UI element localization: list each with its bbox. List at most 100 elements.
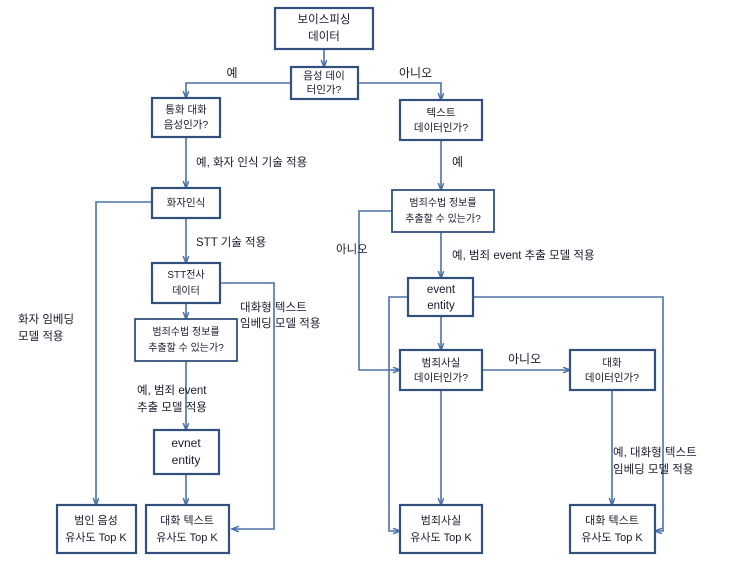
node-voicephishing-data-line2: 데이터 bbox=[308, 30, 340, 43]
node-criminal-voice-similarity-topk-line2: 유사도 Top K bbox=[65, 531, 127, 544]
node-is-call-conversation-voice-line2: 음성인가? bbox=[164, 119, 209, 131]
edge-layer bbox=[96, 49, 664, 531]
node-dialog-text-similarity-topk-right-line1: 대화 텍스트 bbox=[585, 514, 639, 527]
svg-text:터인가?: 터인가? bbox=[307, 84, 342, 96]
node-evnet-entity[interactable]: evnet entity bbox=[152, 428, 221, 476]
node-event-entity[interactable]: event entity bbox=[406, 276, 475, 318]
node-criminal-voice-similarity-topk[interactable]: 범인 음성 유사도 Top K bbox=[55, 503, 138, 555]
edge-label-is-voice-no: 아니오 bbox=[399, 66, 432, 80]
node-can-extract-mo-left-line1: 범죄수법 정보를 bbox=[152, 326, 219, 338]
edge-speaker-recognition-to-criminal-voice-topk bbox=[96, 201, 152, 505]
svg-text:STT전사: STT전사 bbox=[167, 269, 204, 281]
node-is-crime-fact-data-line1: 범죄사실 bbox=[422, 357, 461, 369]
node-is-call-conversation-voice[interactable]: 통화 대화 음성인가? bbox=[150, 96, 222, 139]
edge-label-dialog-text-embedding-right-line1: 예, 대화형 텍스트 bbox=[613, 446, 697, 459]
svg-text:화자인식: 화자인식 bbox=[167, 197, 206, 209]
svg-text:유사도 Top K: 유사도 Top K bbox=[65, 531, 127, 544]
svg-text:범죄사실: 범죄사실 bbox=[422, 357, 461, 369]
edge-is-voice-yes-to-is-call bbox=[186, 82, 291, 98]
svg-text:범죄수법 정보를: 범죄수법 정보를 bbox=[409, 197, 476, 209]
edge-label-crime-event-extract-right: 예, 범죄 event 추출 모델 적용 bbox=[452, 248, 595, 262]
edge-label-is-text-yes: 예 bbox=[452, 155, 463, 169]
svg-text:데이터인가?: 데이터인가? bbox=[414, 372, 468, 384]
edge-event-entity-to-dialog-text-topk-right bbox=[473, 296, 664, 531]
edge-label-dialog-text-embedding-line2: 임베딩 모델 적용 bbox=[240, 316, 320, 330]
edge-stt-to-dialog-text-topk bbox=[220, 282, 275, 529]
edge-label-speaker-embedding-line1: 화자 임베딩 bbox=[18, 313, 74, 326]
node-is-text-data-line2: 데이터인가? bbox=[414, 122, 468, 134]
edge-label-can-extract-right-no: 아니오 bbox=[336, 243, 368, 256]
node-stt-transcription-data-line1: STT전사 bbox=[167, 269, 204, 281]
node-is-crime-fact-data-line2: 데이터인가? bbox=[414, 372, 468, 384]
svg-text:음성인가?: 음성인가? bbox=[164, 119, 209, 131]
node-event-entity-line2: entity bbox=[427, 300, 455, 312]
node-dialog-text-similarity-topk-left-line1: 대화 텍스트 bbox=[160, 514, 214, 527]
svg-text:유사도 Top K: 유사도 Top K bbox=[581, 531, 643, 544]
node-is-voice-data-line2: 터인가? bbox=[307, 84, 342, 96]
svg-text:텍스트: 텍스트 bbox=[427, 107, 456, 119]
svg-text:추출할 수 있는가?: 추출할 수 있는가? bbox=[148, 342, 224, 354]
edge-label-dialog-text-embedding-right-line2: 임베딩 모델 적용 bbox=[613, 462, 693, 476]
node-is-crime-fact-data[interactable]: 범죄사실 데이터인가? bbox=[398, 348, 484, 392]
svg-text:유사도 Top K: 유사도 Top K bbox=[410, 531, 472, 544]
svg-text:유사도 Top K: 유사도 Top K bbox=[156, 531, 218, 544]
node-dialog-text-similarity-topk-left[interactable]: 대화 텍스트 유사도 Top K bbox=[144, 503, 231, 555]
node-speaker-recognition-line1: 화자인식 bbox=[167, 197, 206, 209]
svg-text:evnet: evnet bbox=[171, 436, 201, 450]
node-dialog-text-similarity-topk-right-line2: 유사도 Top K bbox=[581, 531, 643, 544]
svg-text:범죄수법 정보를: 범죄수법 정보를 bbox=[152, 326, 219, 338]
edge-can-extract-right-no-to-is-crimefact bbox=[358, 210, 400, 370]
node-dialog-text-similarity-topk-left-line2: 유사도 Top K bbox=[156, 531, 218, 544]
node-dialog-text-similarity-topk-right[interactable]: 대화 텍스트 유사도 Top K bbox=[568, 503, 657, 555]
node-voicephishing-data[interactable]: 보이스피싱 데이터 bbox=[273, 6, 375, 51]
svg-text:보이스피싱: 보이스피싱 bbox=[298, 13, 351, 26]
svg-text:entity: entity bbox=[172, 453, 201, 467]
node-is-dialog-data-line2: 데이터인가? bbox=[585, 372, 639, 384]
node-is-voice-data[interactable]: 음성 데이 터인가? bbox=[289, 65, 360, 101]
edge-label-apply-stt: STT 기술 적용 bbox=[196, 236, 266, 249]
svg-text:데이터인가?: 데이터인가? bbox=[585, 372, 639, 384]
edge-label-is-voice-yes: 예 bbox=[226, 66, 237, 80]
edge-is-voice-no-to-is-text bbox=[358, 82, 441, 100]
node-event-entity-line1: event bbox=[427, 284, 456, 296]
node-is-dialog-data-line1: 대화 bbox=[602, 357, 622, 369]
node-crime-fact-similarity-topk-line2: 유사도 Top K bbox=[410, 531, 472, 544]
node-speaker-recognition[interactable]: 화자인식 bbox=[150, 186, 222, 220]
node-can-extract-mo-left[interactable]: 범죄수법 정보를 추출할 수 있는가? bbox=[134, 318, 238, 362]
node-is-text-data[interactable]: 텍스트 데이터인가? bbox=[398, 98, 484, 142]
svg-text:추출할 수 있는가?: 추출할 수 있는가? bbox=[405, 213, 481, 225]
svg-text:데이터인가?: 데이터인가? bbox=[414, 122, 468, 134]
edge-label-dialog-text-embedding-line1: 대화형 텍스트 bbox=[240, 301, 307, 314]
node-evnet-entity-line1: evnet bbox=[171, 436, 201, 450]
edge-label-apply-speaker-recognition: 예, 화자 인식 기술 적용 bbox=[196, 156, 307, 169]
svg-text:데이터: 데이터 bbox=[308, 30, 340, 43]
svg-text:대화: 대화 bbox=[602, 357, 622, 369]
node-stt-transcription-data-line2: 데이터 bbox=[172, 285, 200, 297]
node-is-call-conversation-voice-line1: 통화 대화 bbox=[165, 104, 207, 116]
svg-text:대화 텍스트: 대화 텍스트 bbox=[160, 514, 214, 527]
node-criminal-voice-similarity-topk-line1: 범인 음성 bbox=[74, 514, 118, 527]
node-evnet-entity-line2: entity bbox=[172, 453, 201, 467]
node-is-dialog-data[interactable]: 대화 데이터인가? bbox=[568, 348, 657, 392]
svg-text:entity: entity bbox=[427, 300, 455, 312]
svg-text:데이터: 데이터 bbox=[172, 285, 200, 297]
node-crime-fact-similarity-topk[interactable]: 범죄사실 유사도 Top K bbox=[398, 503, 484, 555]
edge-label-layer: 예 아니오 예, 화자 인식 기술 적용 STT 기술 적용 대화형 텍스트 임… bbox=[18, 66, 697, 476]
node-can-extract-mo-right-line1: 범죄수법 정보를 bbox=[409, 197, 476, 209]
node-crime-fact-similarity-topk-line1: 범죄사실 bbox=[421, 514, 461, 527]
node-is-voice-data-line1: 음성 데이 bbox=[303, 70, 345, 82]
svg-text:범죄사실: 범죄사실 bbox=[421, 514, 461, 527]
node-stt-transcription-data[interactable]: STT전사 데이터 bbox=[150, 261, 222, 305]
node-voicephishing-data-line1: 보이스피싱 bbox=[298, 13, 351, 26]
edge-event-entity-to-crimefact-topk bbox=[388, 296, 408, 531]
edge-label-crime-event-extract-left-line2: 추출 모델 적용 bbox=[137, 400, 207, 414]
edge-label-is-crimefact-no: 아니오 bbox=[508, 352, 541, 366]
svg-text:대화 텍스트: 대화 텍스트 bbox=[585, 514, 639, 527]
svg-text:음성 데이: 음성 데이 bbox=[303, 70, 345, 82]
node-layer: 보이스피싱 데이터 음성 데이 터인가? 통화 대화 bbox=[55, 6, 657, 555]
svg-text:범인 음성: 범인 음성 bbox=[74, 514, 118, 527]
node-can-extract-mo-left-line2: 추출할 수 있는가? bbox=[148, 342, 224, 354]
node-can-extract-mo-right[interactable]: 범죄수법 정보를 추출할 수 있는가? bbox=[391, 189, 495, 233]
